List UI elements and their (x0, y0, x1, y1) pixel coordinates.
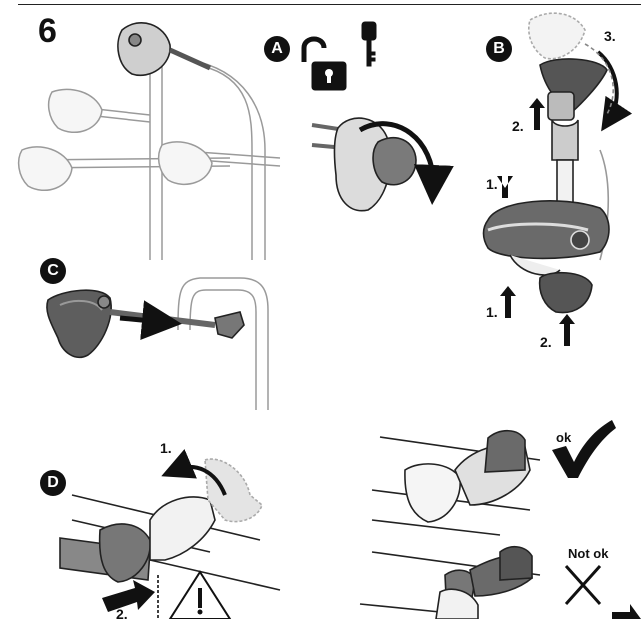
panel-b-step-label: 3. (604, 28, 616, 44)
panel-b-step-label: 1. (486, 304, 498, 320)
check-icon (552, 420, 616, 478)
key-icon (361, 21, 377, 67)
bike-rack-overview (17, 50, 281, 260)
panel-d-step-label: 1. (160, 440, 172, 456)
panel-a-clamp (311, 117, 454, 212)
panel-b-clamp (482, 149, 610, 314)
incorrect-clamp-example (359, 546, 541, 619)
panel-b-step-label: 1. (486, 176, 498, 192)
panel-b-badge: B (486, 36, 512, 62)
cross-icon (564, 564, 602, 606)
unlock-icon (301, 36, 347, 91)
panel-a-badge: A (264, 36, 290, 62)
panel-d-clamp (59, 449, 281, 619)
top-rule (18, 4, 641, 5)
next-page-arrow-icon (612, 604, 641, 619)
panel-d-badge: D (40, 470, 66, 496)
warning-icon (168, 570, 232, 619)
panel-d-step-label: 2. (116, 606, 128, 622)
not-ok-label: Not ok (568, 546, 609, 561)
correct-clamp-example (371, 429, 541, 536)
panel-b-step-label: 2. (540, 334, 552, 350)
panel-c-rack (177, 277, 269, 410)
top-clamp (117, 21, 212, 77)
step-number: 6 (38, 12, 57, 50)
panel-b-lever (528, 12, 633, 221)
ok-label: ok (556, 430, 572, 445)
panel-c-badge: C (40, 258, 66, 284)
panel-b-arrows (497, 98, 575, 346)
panel-c-clamp (46, 289, 245, 359)
panel-b-step-label: 2. (512, 118, 524, 134)
